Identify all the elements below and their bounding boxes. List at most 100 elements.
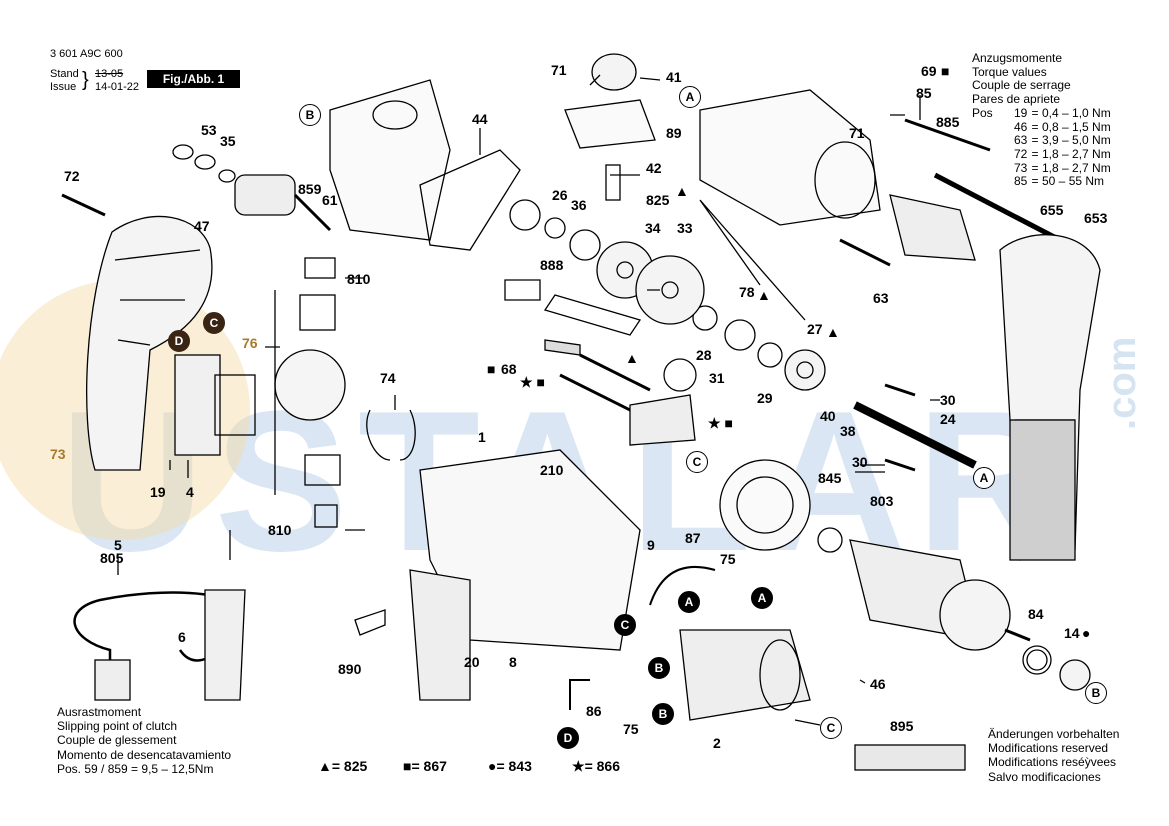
torque-val: 1,8 – 2,7 Nm (1042, 160, 1111, 175)
part-label: 14 (1064, 625, 1080, 641)
part-label: ■ (487, 361, 496, 377)
part-label: 41 (666, 69, 682, 85)
part-label: ▲ (757, 287, 771, 303)
part-label: ■ (941, 63, 950, 79)
torque-row: 72 = 1,8 – 2,7 Nm (972, 146, 1111, 162)
part-label: 53 (201, 122, 217, 138)
part-label: 61 (322, 192, 338, 208)
part-label: 46 (870, 676, 886, 692)
torque-val: 3,9 – 5,0 Nm (1042, 133, 1111, 148)
part-label: 44 (472, 111, 488, 127)
callout-a: A (678, 591, 700, 613)
part-label: 885 (936, 114, 960, 130)
part-label: 47 (194, 218, 210, 234)
part-label: 75 (623, 721, 639, 737)
legend-circle: ●= 843 (488, 758, 532, 774)
part-label: 78 (739, 284, 755, 300)
torque-pos (972, 175, 1014, 189)
part-label: 859 (298, 181, 322, 197)
torque-row: 63 = 3,9 – 5,0 Nm (972, 134, 1111, 148)
torque-num: 46 (1014, 119, 1028, 134)
slip-line: Pos. 59 / 859 = 9,5 – 12,5Nm (57, 761, 214, 776)
part-label: 653 (1084, 210, 1108, 226)
part-label: 895 (890, 718, 914, 734)
callout-a: A (751, 587, 773, 609)
part-label: 888 (540, 257, 564, 273)
part-label: 30 (940, 392, 956, 408)
part-label: 38 (840, 423, 856, 439)
figure-label: Fig./Abb. 1 (147, 70, 240, 88)
torque-row: Pos 19 = 0,4 – 1,0 Nm (972, 105, 1111, 121)
part-label: 30 (852, 454, 868, 470)
gear-housing-part (329, 79, 451, 241)
torque-title-de: Anzugsmomente (972, 51, 1063, 65)
part-label: 26 (552, 187, 568, 203)
torque-pos (972, 121, 1014, 135)
part-label: 85 (916, 85, 932, 101)
callout-a: A (973, 467, 995, 489)
part-label: 72 (64, 168, 80, 184)
torque-eq: = (1031, 174, 1039, 189)
legend-text: = 825 (331, 758, 368, 774)
torque-val: 0,8 – 1,5 Nm (1042, 119, 1111, 134)
callout-d: D (168, 330, 190, 352)
part-label: ★ ■ (708, 415, 733, 431)
part-label: 24 (940, 411, 956, 427)
callout-c: C (820, 717, 842, 739)
triangle-icon: ▲ (318, 758, 332, 774)
legend-text: = 866 (584, 758, 620, 774)
part-label: 36 (571, 197, 587, 213)
part-label: 8 (509, 654, 517, 670)
torque-val: 0,4 – 1,0 Nm (1042, 105, 1111, 120)
part-label: 810 (347, 271, 371, 287)
part-label: 27 (807, 321, 823, 337)
callout-c: C (203, 312, 225, 334)
slip-line: Momento de desencatavamiento (57, 747, 232, 762)
torque-eq: = (1031, 160, 1039, 175)
part-label: 42 (646, 160, 662, 176)
part-label: 19 (150, 484, 166, 500)
stand-date-struck: 13-05 (95, 68, 124, 80)
issue-date: 14-01-22 (95, 81, 140, 93)
torque-num: 73 (1014, 160, 1028, 175)
part-label: 76 (242, 335, 258, 351)
legend-triangle: ▲= 825 (318, 758, 367, 774)
part-label: 810 (268, 522, 292, 538)
legend-square: ■= 867 (403, 758, 447, 774)
torque-row: 85 = 50 – 55 Nm (972, 175, 1111, 189)
part-label: 825 (646, 192, 670, 208)
slip-torque-note: Ausrastmoment Slipping point of clutch C… (57, 705, 231, 776)
torque-eq: = (1031, 119, 1039, 134)
part-label: 5 (114, 537, 122, 553)
torque-eq: = (1031, 105, 1039, 120)
motor-housing-part (419, 449, 641, 651)
part-label: 655 (1040, 202, 1064, 218)
stand-label: Stand (50, 68, 79, 80)
torque-pos (972, 134, 1014, 148)
callout-b: B (1085, 682, 1107, 704)
callout-b: B (652, 703, 674, 725)
square-icon: ■ (403, 758, 412, 774)
part-label: 9 (647, 537, 655, 553)
part-label: ▲ (675, 183, 689, 199)
legend-text: = 867 (411, 758, 447, 774)
slip-line: Slipping point of clutch (57, 719, 178, 734)
changes-line: Änderungen vorbehalten (988, 727, 1120, 741)
torque-title-fr: Couple de serrage (972, 78, 1071, 93)
callout-b: B (648, 657, 670, 679)
part-label: ● (1082, 625, 1091, 641)
torque-eq: = (1031, 133, 1039, 148)
torque-pos (972, 162, 1014, 176)
star-icon: ★ (572, 758, 585, 774)
callout-c: C (686, 451, 708, 473)
changes-line: Modifications reserved (988, 741, 1109, 756)
gear-housing-front (699, 89, 881, 226)
part-label: 71 (551, 62, 567, 78)
dot-icon: ● (488, 758, 497, 774)
brace-symbol: } (82, 69, 89, 91)
torque-num: 72 (1014, 146, 1028, 161)
part-label: 845 (818, 470, 842, 486)
part-label: 803 (870, 493, 894, 509)
part-label: 6 (178, 629, 186, 645)
